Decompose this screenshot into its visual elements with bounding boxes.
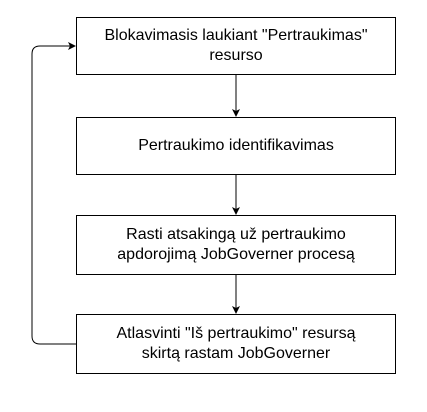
step-box-identification: Pertraukimo identifikavimas — [76, 117, 396, 175]
step-label: Pertraukimo identifikavimas — [138, 137, 334, 154]
step-label: Atlasvinti "Iš pertraukimo" resursą skir… — [116, 325, 356, 362]
arrow-loop-step4-to-step1 — [31, 42, 76, 345]
step-label: Blokavimasis laukiant "Pertraukimas" res… — [104, 27, 368, 64]
step-box-release-resource: Atlasvinti "Iš pertraukimo" resursą skir… — [76, 314, 396, 374]
step-box-block-waiting: Blokavimasis laukiant "Pertraukimas" res… — [76, 17, 396, 75]
step-label: Rasti atsakingą už pertraukimo apdorojim… — [117, 226, 355, 263]
step-box-find-process: Rasti atsakingą už pertraukimo apdorojim… — [76, 215, 396, 275]
